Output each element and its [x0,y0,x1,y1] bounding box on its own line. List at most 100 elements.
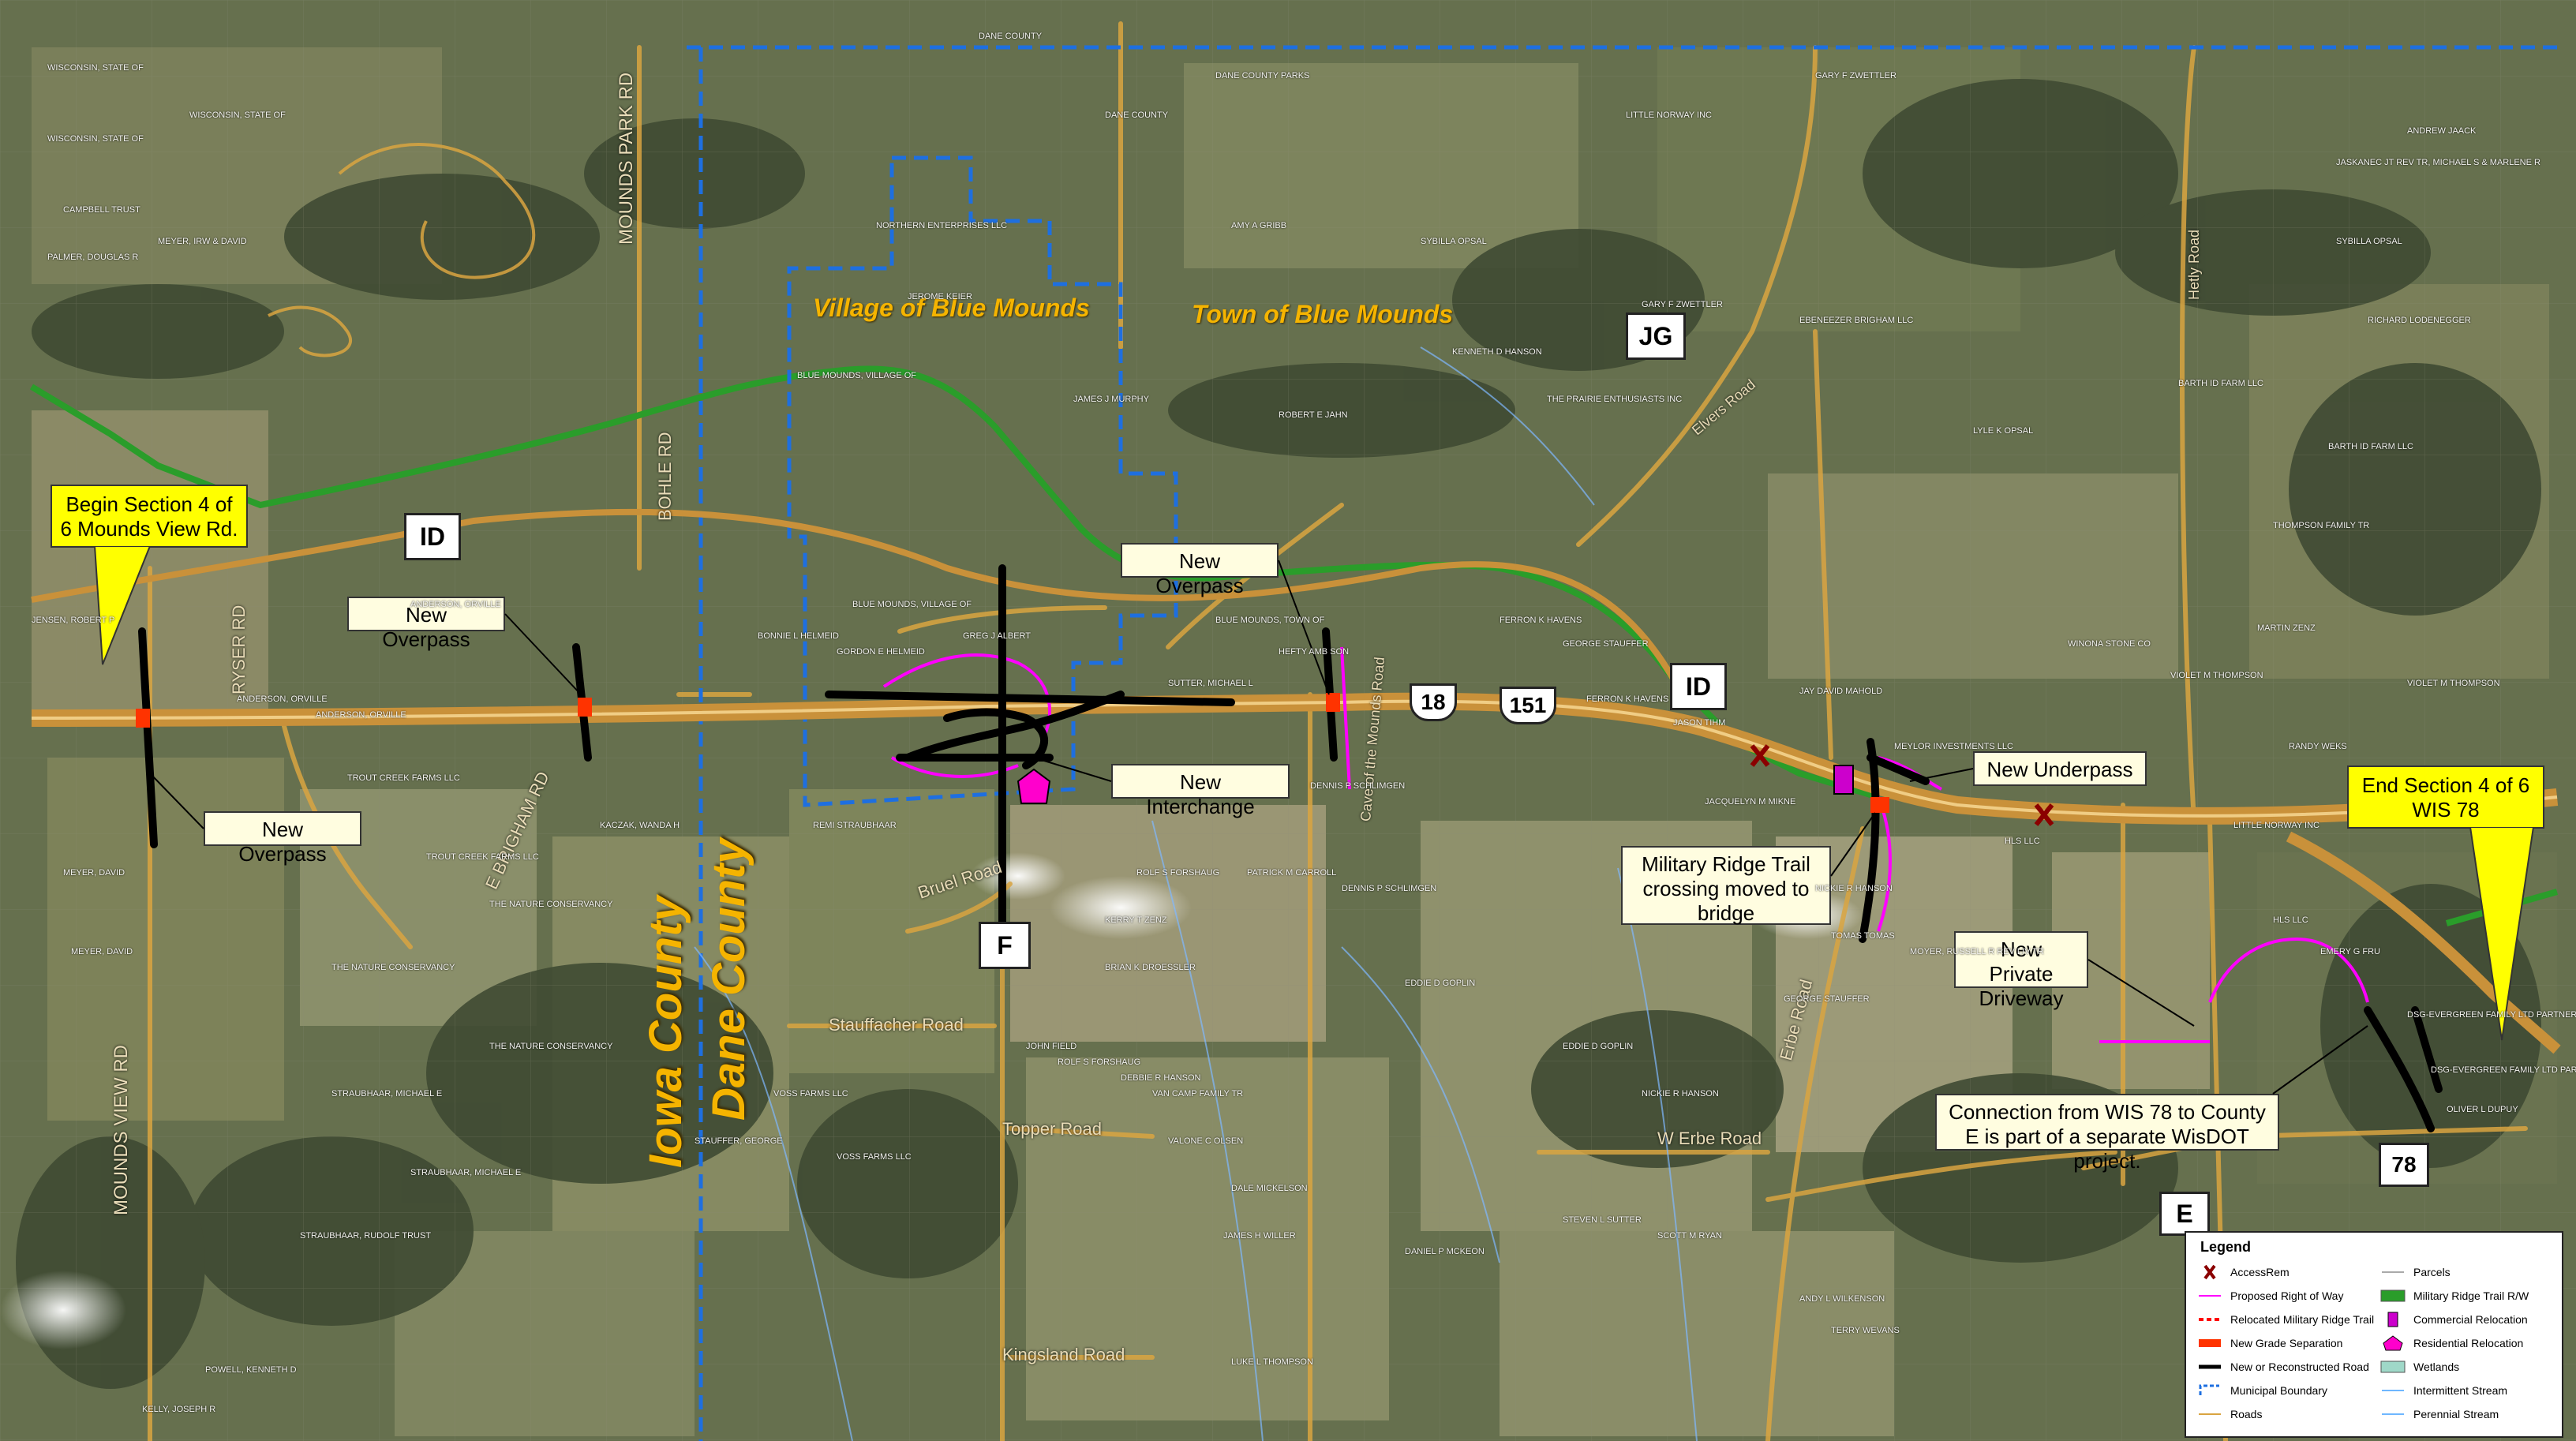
parcel-owner-label: KERRY T ZENZ [1105,915,1167,925]
callout-overpass-cave: New Overpass [1121,543,1279,597]
streams [694,346,1698,1441]
legend-swatch-icon [2380,1335,2406,1351]
parcel-owner-label: KACZAK, WANDA H [600,821,680,830]
wis78-highway [2286,831,2561,1054]
parcel-owner-label: JOHN FIELD [1026,1042,1077,1051]
callout-connection: Connection from WIS 78 to County E is pa… [1935,1094,2279,1173]
road-topper: Topper Road [1002,1119,1102,1139]
grade-separation-markers [136,693,1889,813]
legend-item: Relocated Military Ridge Trail [2197,1312,2374,1327]
parcel-owner-label: VOSS FARMS LLC [773,1089,848,1099]
municipal-boundaries [687,45,2557,1441]
parcel-owner-label: NICKIE R HANSON [1815,884,1893,893]
legend-swatch-icon [2380,1359,2406,1375]
callout-private-driveway: New Private Driveway [1954,931,2088,1010]
parcel-owner-label: DALE MICKELSON [1231,1184,1308,1193]
road-mounds-park: MOUNDS PARK RD [616,72,637,245]
parcel-owner-label: SUTTER, MICHAEL L [1168,679,1253,688]
parcel-owner-label: VOSS FARMS LLC [837,1152,912,1162]
parcel-owner-label: THE NATURE CONSERVANCY [489,1042,613,1051]
legend-item-label: Perennial Stream [2413,1408,2499,1420]
legend-item: Intermittent Stream [2380,1383,2507,1398]
parcel-owner-label: BONNIE L HELMEID [758,631,839,641]
parcel-owner-label: MOYER, RUSSELL R REV LIV TR [1910,947,2044,956]
parcel-owner-label: HLS LLC [2273,915,2308,925]
route-marker-id-east: ID [1670,663,1727,710]
legend-swatch-icon [2197,1288,2222,1304]
route-marker-us151: 151 [1500,687,1556,724]
parcel-owner-label: STAUFFER, GEORGE [695,1136,783,1146]
parcel-owner-label: MARTIN ZENZ [2257,623,2316,633]
legend-item-label: New or Reconstructed Road [2230,1361,2369,1373]
road-kingsland: Kingsland Road [1002,1345,1125,1364]
parcel-owner-label: DANE COUNTY PARKS [1215,71,1310,80]
route-marker-id-west: ID [404,513,461,560]
parcel-owner-label: EDDIE D GOPLIN [1405,979,1476,988]
parcel-owner-label: WISCONSIN, STATE OF [47,134,144,144]
legend-title: Legend [2200,1239,2252,1255]
parcel-owner-label: STRAUBHAAR, MICHAEL E [410,1168,522,1177]
parcel-owner-label: THE NATURE CONSERVANCY [489,900,613,909]
parcel-owner-label: ANDY L WILKENSON [1799,1294,1885,1304]
legend-swatch-icon [2197,1359,2222,1375]
parcel-owner-label: FERRON K HAVENS [1500,616,1582,625]
parcel-owner-label: DSG-EVERGREEN FAMILY LTD PARTNERSHIP [2431,1065,2576,1075]
parcel-owner-label: TERRY WEVANS [1831,1326,1900,1335]
parcel-owner-label: THOMPSON FAMILY TR [2273,521,2370,530]
legend-swatch-icon [2380,1312,2406,1327]
parcel-owner-label: ANDERSON, ORVILLE [316,710,406,720]
parcel-owner-label: POWELL, KENNETH D [205,1365,297,1375]
parcel-owner-label: WINONA STONE CO [2068,639,2151,649]
legend-item: Wetlands [2380,1359,2459,1375]
road-hetly: Hetly Road [2186,229,2202,300]
parcel-owner-label: JENSEN, ROBERT P [32,616,115,625]
parcel-owner-label: THE NATURE CONSERVANCY [331,963,455,972]
parcel-owner-label: DENNIS P SCHLIMGEN [1342,884,1437,893]
parcel-owner-label: DEBBIE R HANSON [1121,1073,1201,1083]
parcel-owner-label: VALONE C OLSEN [1168,1136,1244,1146]
parcel-owner-label: MEYER, DAVID [71,947,133,956]
parcel-owner-label: GEORGE STAUFFER [1784,994,1870,1004]
parcel-owner-label: PATRICK M CARROLL [1247,868,1337,878]
legend-item: New or Reconstructed Road [2197,1359,2369,1375]
end-flag-pointer [2469,827,2535,1041]
us18-151-highway-centerline [31,699,2558,818]
parcel-owner-label: SYBILLA OPSAL [2336,237,2402,246]
parcel-owner-label: WISCONSIN, STATE OF [47,63,144,73]
legend-item-label: Roads [2230,1408,2263,1420]
parcel-owner-label: THE PRAIRIE ENTHUSIASTS INC [1547,395,1683,404]
access-removal-icons [1750,744,2054,826]
town-label: Town of Blue Mounds [1192,300,1454,328]
legend-swatch-icon [2380,1406,2406,1422]
legend-item: Parcels [2380,1264,2451,1280]
parcel-owner-label: JAMES H WILLER [1223,1231,1296,1241]
parcel-owner-label: BARTH ID FARM LLC [2178,379,2263,388]
legend-swatch-icon [2197,1335,2222,1351]
parcel-owner-label: VAN CAMP FAMILY TR [1152,1089,1244,1099]
callout-trail-crossing: Military Ridge Trail crossing moved to b… [1621,846,1831,925]
parcel-owner-label: EMERY G FRU [2320,947,2380,956]
parcel-owner-label: DSG-EVERGREEN FAMILY LTD PARTNERSHIP [2407,1010,2576,1020]
parcel-owner-label: TROUT CREEK FARMS LLC [426,852,539,862]
parcel-owner-label: EDDIE D GOPLIN [1563,1042,1634,1051]
parcel-owner-label: NICKIE R HANSON [1642,1089,1719,1099]
parcel-owner-label: TOMAS TOMAS [1831,931,1895,941]
parcel-owner-label: GREG J ALBERT [963,631,1031,641]
legend-item: Residential Relocation [2380,1335,2523,1351]
legend-item: Roads [2197,1406,2262,1422]
iowa-county-label: Iowa County [640,896,691,1168]
parcel-owner-label: DANE COUNTY [1105,110,1169,120]
parcel-owner-label: AMY A GRIBB [1231,221,1287,230]
parcel-owner-label: KENNETH D HANSON [1452,347,1542,357]
parcel-owner-label: BARTH ID FARM LLC [2328,442,2413,451]
legend-item: Municipal Boundary [2197,1383,2327,1398]
road-ryser: RYSER RD [229,604,249,694]
parcel-owner-label: MEYER, DAVID [63,868,125,878]
parcel-owner-label: WISCONSIN, STATE OF [189,110,286,120]
legend-item: AccessRem [2197,1264,2290,1280]
parcel-owner-label: JAY DAVID MAHOLD [1799,687,1883,696]
parcel-owner-label: LUKE L THOMPSON [1231,1357,1313,1367]
parcel-owner-label: RANDY WEKS [2289,742,2347,751]
